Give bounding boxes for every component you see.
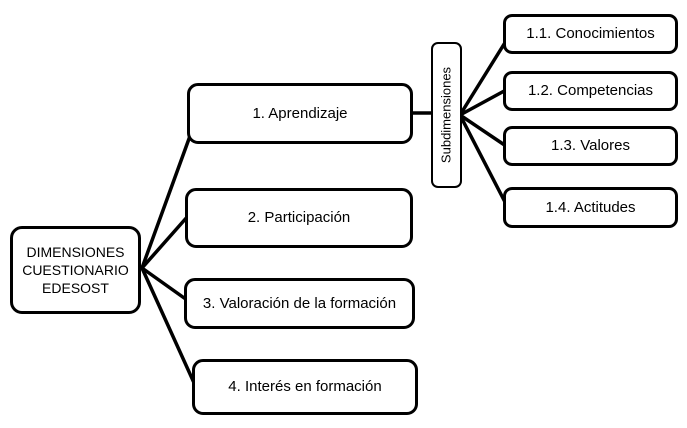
node-conocimientos: 1.1. Conocimientos bbox=[503, 14, 678, 54]
node-label: Subdimensiones bbox=[438, 66, 454, 164]
node-label: DIMENSIONES CUESTIONARIO EDESOST bbox=[22, 243, 129, 297]
node-label: 1.4. Actitudes bbox=[545, 198, 636, 216]
node-dimensiones-cuestionario-edesost: DIMENSIONES CUESTIONARIO EDESOST bbox=[10, 226, 141, 314]
node-label: 1. Aprendizaje bbox=[252, 104, 348, 122]
node-valores: 1.3. Valores bbox=[503, 126, 678, 166]
node-label: 2. Participación bbox=[247, 209, 351, 227]
connector bbox=[458, 39, 508, 117]
connector bbox=[140, 266, 197, 387]
node-aprendizaje: 1. Aprendizaje bbox=[187, 83, 413, 144]
connector bbox=[458, 113, 508, 206]
connector bbox=[458, 113, 508, 148]
node-competencias: 1.2. Competencias bbox=[503, 71, 678, 111]
node-label: 1.1. Conocimientos bbox=[526, 25, 655, 43]
connector bbox=[140, 134, 192, 270]
node-subdimensiones-header: Subdimensiones bbox=[431, 42, 462, 188]
node-label: 3. Valoración de la formación bbox=[202, 294, 397, 312]
node-label: 4. Interés en formación bbox=[228, 378, 382, 396]
node-label: 1.3. Valores bbox=[551, 137, 630, 155]
connector bbox=[140, 266, 189, 302]
connector bbox=[140, 214, 190, 270]
node-participacion: 2. Participación bbox=[185, 188, 413, 248]
connector bbox=[458, 88, 508, 117]
node-interes-formacion: 4. Interés en formación bbox=[192, 359, 418, 415]
node-valoracion-formacion: 3. Valoración de la formación bbox=[184, 278, 415, 329]
node-actitudes: 1.4. Actitudes bbox=[503, 187, 678, 228]
node-label: 1.2. Competencias bbox=[527, 82, 654, 100]
